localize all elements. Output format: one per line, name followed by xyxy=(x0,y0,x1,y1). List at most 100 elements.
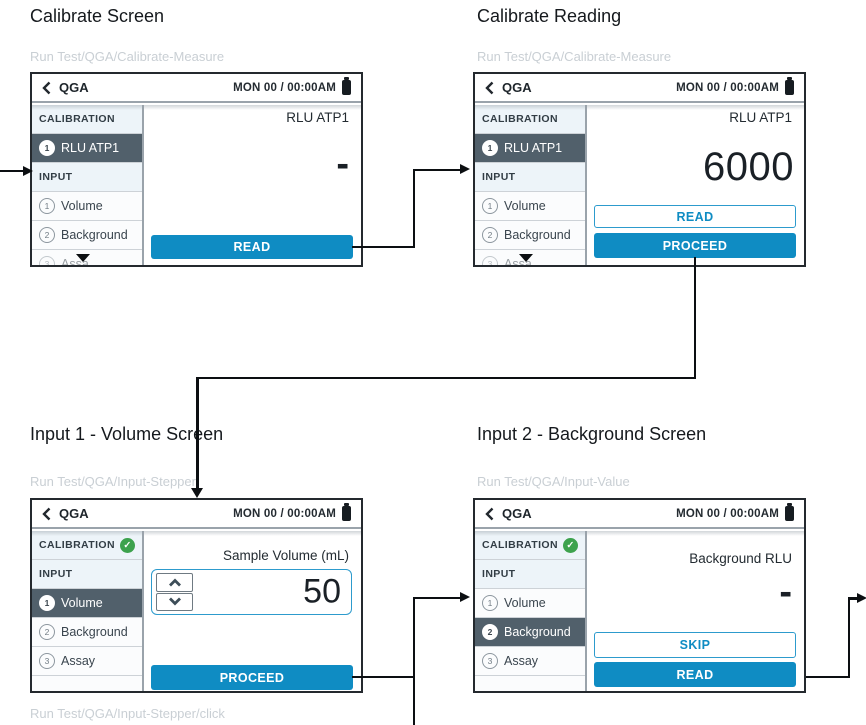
battery-icon xyxy=(785,503,794,521)
step-number-badge: 1 xyxy=(482,595,498,611)
proceed-button[interactable]: PROCEED xyxy=(594,233,796,258)
panel-path: Run Test/QGA/Calibrate-Measure xyxy=(477,49,672,64)
sidebar-section-calibration: CALIBRATION✓ xyxy=(32,531,142,560)
device-header: QGA MON 00 / 00:00AM xyxy=(475,74,804,103)
sidebar-item-label: RLU ATP1 xyxy=(504,141,563,155)
back-chevron-icon xyxy=(42,81,51,94)
skip-button[interactable]: SKIP xyxy=(594,632,796,658)
sidebar-section-label: CALIBRATION xyxy=(482,539,557,551)
sidebar-section-calibration: CALIBRATION xyxy=(32,105,142,134)
datetime-label: MON 00 / 00:00AM xyxy=(676,507,779,520)
step-number-badge: 2 xyxy=(39,624,55,640)
back-chevron-icon xyxy=(485,81,494,94)
scroll-down-caret-icon[interactable] xyxy=(76,254,90,262)
battery-icon xyxy=(342,503,351,521)
sidebar-section-input: INPUT xyxy=(32,560,142,589)
step-number-badge: 3 xyxy=(482,653,498,669)
step-number-badge: 2 xyxy=(482,227,498,243)
click-path-caption: Run Test/QGA/Input-Stepper/click xyxy=(30,706,225,721)
datetime-label: MON 00 / 00:00AM xyxy=(233,507,336,520)
sidebar-item-volume[interactable]: 1 Volume xyxy=(32,589,142,618)
sidebar-item-label: Volume xyxy=(504,199,546,213)
scroll-down-caret-icon[interactable] xyxy=(519,254,533,262)
sidebar-item-volume[interactable]: 1 Volume xyxy=(32,192,142,221)
sidebar-section-calibration: CALIBRATION✓ xyxy=(475,531,585,560)
device-header: QGA MON 00 / 00:00AM xyxy=(32,74,361,103)
sidebar-section-input: INPUT xyxy=(32,163,142,192)
sidebar-item-label: Assa xyxy=(504,257,532,265)
battery-icon xyxy=(785,77,794,95)
flow-line xyxy=(0,169,24,172)
sidebar-item-label: Assay xyxy=(504,654,539,668)
proceed-button[interactable]: PROCEED xyxy=(151,665,353,690)
sidebar-section-input: INPUT xyxy=(475,560,585,589)
read-button[interactable]: READ xyxy=(151,235,353,259)
sidebar-section-label: INPUT xyxy=(482,171,516,183)
sidebar-item-assay[interactable]: 3 Assay xyxy=(475,647,585,676)
reading-value: - xyxy=(336,143,349,185)
reading-label: Background RLU xyxy=(689,551,792,566)
sidebar-item-label: Assay xyxy=(61,654,96,668)
back-button[interactable]: QGA xyxy=(42,506,89,521)
step-number-badge: 3 xyxy=(39,256,55,265)
flow-arrowhead-right xyxy=(460,592,470,603)
device-header: QGA MON 00 / 00:00AM xyxy=(32,500,361,529)
volume-stepper-input[interactable]: 50 xyxy=(151,569,352,615)
reading-value: - xyxy=(779,571,792,613)
sidebar-item-label: Volume xyxy=(61,596,103,610)
sidebar-section-label: CALIBRATION xyxy=(39,113,115,125)
screen-content: RLU ATP1 6000 READ PROCEED xyxy=(587,105,804,265)
step-number-badge: 1 xyxy=(482,140,498,156)
back-button[interactable]: QGA xyxy=(485,506,532,521)
read-button[interactable]: READ xyxy=(594,662,796,687)
step-number-badge: 1 xyxy=(39,595,55,611)
flow-line xyxy=(412,596,415,725)
flow-line xyxy=(412,596,462,599)
flow-arrowhead-right xyxy=(857,592,866,603)
sidebar-item-label: Volume xyxy=(61,199,103,213)
step-number-badge: 3 xyxy=(39,653,55,669)
reading-label: RLU ATP1 xyxy=(729,110,792,125)
sidebar-section-label: INPUT xyxy=(482,568,516,580)
stepper-down-button[interactable] xyxy=(156,592,193,611)
chevron-up-icon xyxy=(168,578,181,587)
back-label: QGA xyxy=(59,506,89,521)
flow-arrowhead-down xyxy=(190,488,203,498)
input-label: Sample Volume (mL) xyxy=(222,548,349,563)
back-button[interactable]: QGA xyxy=(485,80,532,95)
back-chevron-icon xyxy=(42,507,51,520)
sidebar-item-assay[interactable]: 3 Assay xyxy=(32,647,142,676)
read-button[interactable]: READ xyxy=(594,205,796,228)
battery-icon xyxy=(342,77,351,95)
device-header: QGA MON 00 / 00:00AM xyxy=(475,500,804,529)
screen-content: Background RLU - SKIP READ xyxy=(587,531,804,691)
back-label: QGA xyxy=(502,80,532,95)
back-button[interactable]: QGA xyxy=(42,80,89,95)
sidebar-section-label: CALIBRATION xyxy=(482,113,558,125)
screen-content: Sample Volume (mL) 50 PROCEED xyxy=(144,531,361,691)
stepper-up-button[interactable] xyxy=(156,573,193,592)
step-number-badge: 1 xyxy=(39,198,55,214)
sidebar-section-label: CALIBRATION xyxy=(39,539,114,551)
flow-line xyxy=(352,245,415,248)
stepper-controls xyxy=(156,573,193,611)
sidebar-section-input: INPUT xyxy=(475,163,585,192)
step-number-badge: 3 xyxy=(482,256,498,265)
flow-line xyxy=(196,376,696,379)
datetime-label: MON 00 / 00:00AM xyxy=(676,81,779,94)
sidebar-item-label: RLU ATP1 xyxy=(61,141,120,155)
sidebar-item-rlu-atp1[interactable]: 1 RLU ATP1 xyxy=(475,134,585,163)
